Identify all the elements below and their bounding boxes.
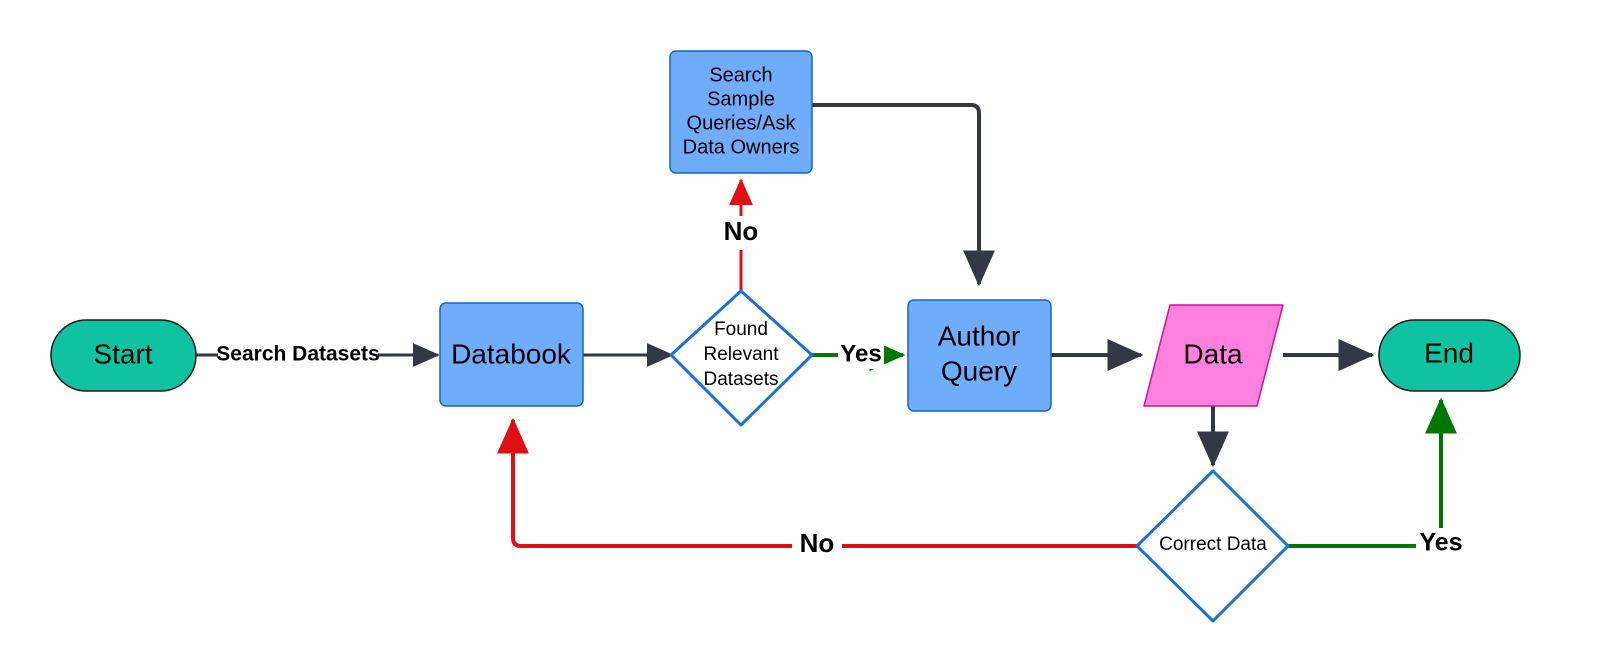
end-shape[interactable] bbox=[1378, 319, 1521, 392]
edge-label-backdrop bbox=[838, 339, 884, 369]
search-sample-label-line-2: Sample bbox=[707, 88, 775, 110]
found-relevant-label-line-2: Relevant bbox=[704, 344, 780, 365]
node-databook[interactable]: Databook bbox=[439, 302, 584, 407]
start-label: Start bbox=[93, 338, 152, 369]
correct-data-shape[interactable] bbox=[1135, 469, 1290, 623]
correct-data-label: Correct Data bbox=[1159, 534, 1267, 555]
author-query-label-line-1: Author bbox=[938, 320, 1021, 351]
edge-label-backdrop bbox=[716, 216, 766, 250]
edge-found-yes-to-author: Yes bbox=[812, 339, 906, 371]
author-query-shape[interactable] bbox=[907, 299, 1052, 412]
search-sample-label-line-4: Data Owners bbox=[683, 136, 800, 158]
edge-search-sample-to-author bbox=[812, 103, 995, 287]
edge-correct-yes-to-end: Yes bbox=[1288, 397, 1466, 562]
search-sample-label-line-3: Queries/Ask bbox=[687, 112, 797, 134]
data-label: Data bbox=[1183, 338, 1243, 369]
author-query-label-line-2: Query bbox=[941, 355, 1017, 386]
databook-shape[interactable] bbox=[439, 302, 584, 407]
edge-line-search-sample-author bbox=[812, 103, 995, 287]
edge-label-backdrop bbox=[792, 528, 842, 562]
node-correct-data[interactable]: Correct Data bbox=[1135, 469, 1290, 623]
node-search-sample-queries[interactable]: Search Sample Queries/Ask Data Owners bbox=[669, 50, 813, 174]
edge-label-no-found: No bbox=[724, 216, 759, 246]
edge-label-search-datasets: Search Datasets bbox=[216, 343, 379, 366]
edge-label-backdrop bbox=[1416, 528, 1466, 562]
node-data[interactable]: Data bbox=[1143, 304, 1284, 407]
search-sample-shape[interactable] bbox=[669, 50, 813, 174]
data-shape[interactable] bbox=[1143, 304, 1284, 407]
edge-line-correct-databook bbox=[497, 417, 1138, 548]
end-label: End bbox=[1424, 337, 1474, 368]
node-found-relevant-datasets[interactable]: Found Relevant Datasets bbox=[669, 289, 814, 427]
edge-start-to-databook: Search Datasets bbox=[196, 341, 440, 367]
found-relevant-label-line-1: Found bbox=[714, 319, 768, 340]
edge-label-yes-found: Yes bbox=[840, 340, 881, 367]
node-start[interactable]: Start bbox=[50, 319, 197, 392]
edge-line-correct-end bbox=[1288, 397, 1457, 548]
edge-label-no-correct: No bbox=[800, 528, 835, 558]
edge-label-yes-correct: Yes bbox=[1419, 529, 1462, 557]
start-shape[interactable] bbox=[50, 319, 197, 392]
node-author-query[interactable]: Author Query bbox=[907, 299, 1052, 412]
edge-found-no-to-search-sample: No bbox=[716, 178, 766, 295]
found-relevant-shape[interactable] bbox=[669, 289, 814, 427]
found-relevant-label-line-3: Datasets bbox=[704, 369, 779, 390]
edge-correct-no-to-databook: No bbox=[497, 417, 1138, 562]
databook-label: Databook bbox=[451, 338, 572, 369]
edge-label-backdrop bbox=[218, 341, 378, 367]
node-end[interactable]: End bbox=[1378, 319, 1521, 392]
search-sample-label-line-1: Search bbox=[709, 64, 772, 86]
